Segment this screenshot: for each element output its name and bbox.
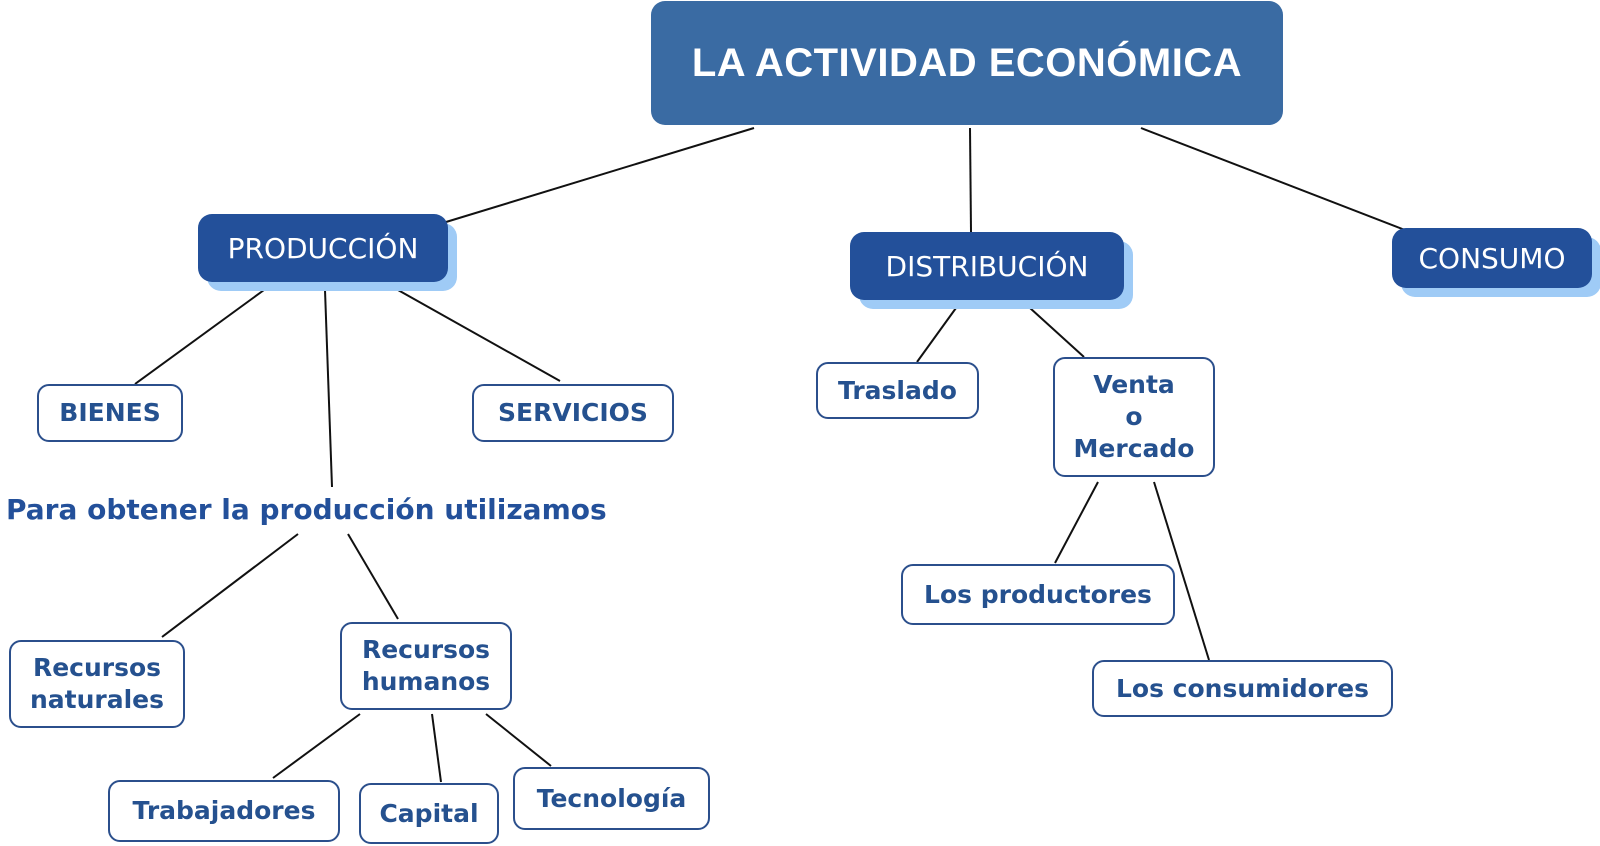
node-recursos-naturales: Recursos naturales	[9, 640, 185, 728]
tecnologia-label: Tecnología	[536, 783, 687, 813]
bienes-label: BIENES	[59, 398, 161, 427]
link-produccion-servicios	[397, 289, 561, 382]
link-root-produccion	[445, 127, 755, 223]
trabajadores-label: Trabajadores	[132, 796, 316, 825]
link-distribucion-traslado	[916, 307, 957, 363]
link-venta-consumidores	[1153, 481, 1210, 661]
node-produccion: PRODUCCIÓN	[198, 214, 448, 282]
venta-line-3: Mercado	[1073, 434, 1195, 463]
node-los-consumidores: Los consumidores	[1092, 660, 1393, 717]
consumo-label: CONSUMO	[1418, 241, 1566, 275]
node-distribucion: DISTRIBUCIÓN	[850, 232, 1124, 300]
traslado-label: Traslado	[838, 375, 957, 405]
node-recursos-humanos: Recursos humanos	[340, 622, 512, 710]
link-humanos-capital	[431, 713, 442, 783]
node-trabajadores: Trabajadores	[108, 780, 340, 842]
node-consumo: CONSUMO	[1392, 228, 1592, 288]
node-venta-o-mercado: Venta o Mercado	[1053, 357, 1215, 477]
recursos-humanos-line-1: Recursos	[361, 635, 491, 664]
node-tecnologia: Tecnología	[513, 767, 710, 830]
node-servicios: SERVICIOS	[472, 384, 674, 442]
node-capital: Capital	[359, 783, 499, 844]
recursos-humanos-line-2: humanos	[361, 667, 491, 696]
link-root-consumo	[1140, 127, 1406, 231]
capital-label: Capital	[379, 798, 479, 828]
node-traslado: Traslado	[816, 362, 979, 419]
root-node-actividad-economica: LA ACTIVIDAD ECONÓMICA	[651, 1, 1283, 125]
link-venta-productores	[1054, 481, 1099, 564]
link-caption-recursos-humanos	[347, 533, 399, 620]
los-productores-label: Los productores	[924, 579, 1152, 609]
link-caption-recursos-naturales	[161, 533, 299, 638]
recursos-naturales-line-2: naturales	[29, 685, 165, 714]
los-consumidores-label: Los consumidores	[1115, 673, 1369, 703]
link-produccion-caption	[324, 289, 333, 488]
produccion-label: PRODUCCIÓN	[227, 231, 419, 265]
recursos-naturales-line-1: Recursos	[32, 653, 162, 682]
distribucion-label: DISTRIBUCIÓN	[885, 249, 1089, 283]
link-humanos-tecnologia	[485, 713, 552, 767]
root-label: LA ACTIVIDAD ECONÓMICA	[691, 40, 1243, 85]
servicios-label: SERVICIOS	[498, 398, 648, 427]
venta-line-1: Venta	[1093, 370, 1175, 399]
link-root-distribucion	[969, 127, 972, 233]
link-distribucion-venta	[1029, 307, 1085, 358]
link-humanos-trabajadores	[272, 713, 361, 779]
link-produccion-bienes	[134, 289, 265, 385]
node-bienes: BIENES	[37, 384, 183, 442]
node-los-productores: Los productores	[901, 564, 1175, 625]
produccion-caption: Para obtener la producción utilizamos	[6, 493, 607, 526]
venta-line-2: o	[1125, 402, 1143, 431]
